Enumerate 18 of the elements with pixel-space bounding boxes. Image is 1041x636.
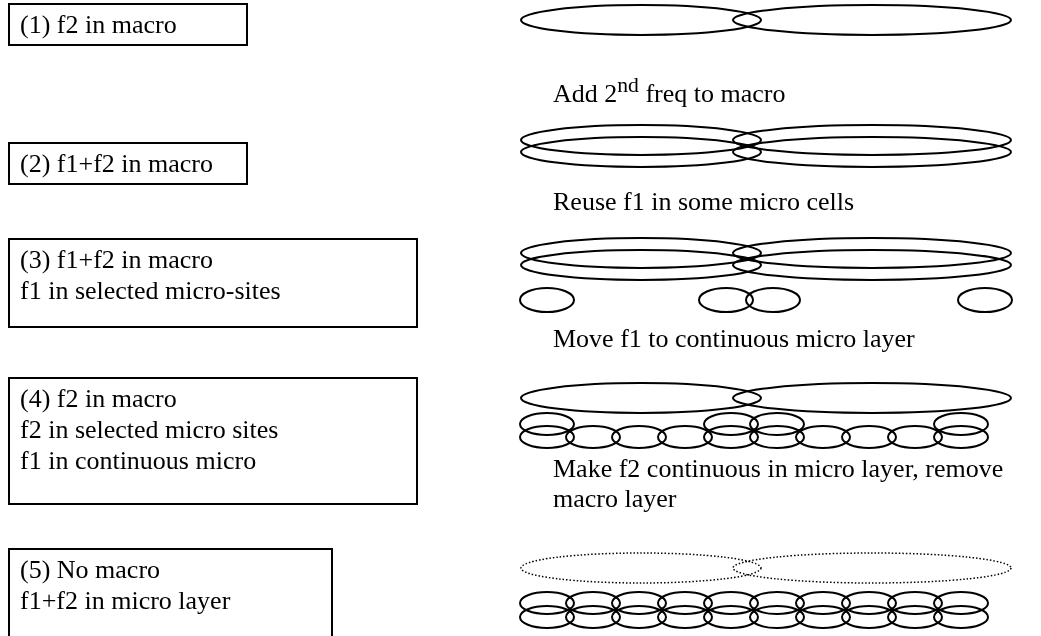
box-text: f1 in selected micro-sites	[20, 275, 282, 306]
step-caption: Move f1 to continuous micro layer	[553, 324, 916, 354]
text-box	[8, 377, 418, 505]
text-box	[8, 238, 418, 328]
text-box	[8, 3, 248, 46]
box-text: (3) f1+f2 in macro	[20, 244, 214, 275]
step-caption: Reuse f1 in some micro cells	[553, 187, 856, 217]
text-box	[8, 142, 248, 185]
step-caption: Make f2 continuous in micro layer, remove macro layer	[553, 454, 1005, 514]
box-text: f2 in selected micro sites	[20, 414, 280, 445]
box-text: f1 in continuous micro	[20, 445, 258, 476]
box-text: (2) f1+f2 in macro	[20, 148, 214, 179]
box-text: (5) No macro	[20, 554, 162, 585]
step-caption: Add 2$^{nd}$ freq to macro	[553, 72, 787, 109]
box-text: (4) f2 in macro	[20, 383, 178, 414]
text-box	[8, 548, 333, 636]
box-text: f1+f2 in micro layer	[20, 585, 232, 616]
box-text: (1) f2 in macro	[20, 9, 178, 40]
